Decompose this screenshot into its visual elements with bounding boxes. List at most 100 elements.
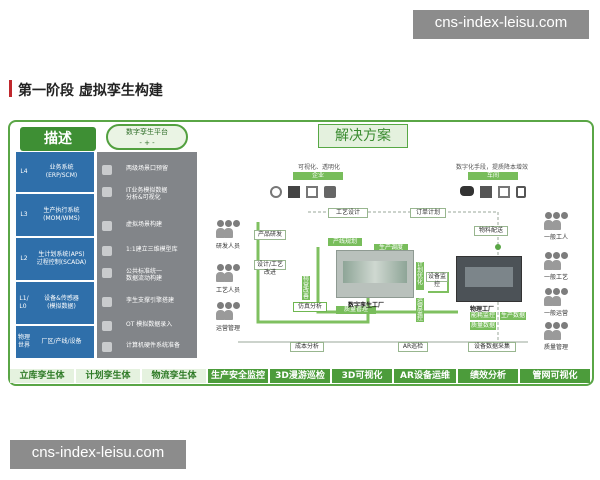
tab-performance[interactable]: 绩效分析 bbox=[458, 369, 518, 383]
chart-icon bbox=[270, 186, 282, 198]
ar-box: AR巡检 bbox=[398, 342, 428, 352]
tab-3d-roaming[interactable]: 3D漫游巡检 bbox=[270, 369, 330, 383]
prod-sched-label: 生产调度 bbox=[374, 244, 408, 252]
center-flow-line bbox=[316, 247, 458, 314]
feature-item: 1:1建立三维模型库 bbox=[102, 245, 198, 259]
lean-label: 精益改善 bbox=[302, 275, 310, 300]
solution-diagram: 可视化、透明化 企业 数字化手段，提质降本增效 车间 研发人员 工艺人员 运营管… bbox=[198, 152, 588, 364]
twin-factory-image bbox=[336, 250, 414, 298]
phone-icon bbox=[516, 186, 526, 198]
tablet-icon bbox=[480, 186, 492, 198]
cost-box: 成本分析 bbox=[290, 342, 324, 352]
digital-twin-platform-badge: 数字孪生平台 - + - bbox=[106, 124, 188, 150]
feature-icon bbox=[102, 321, 112, 331]
person-icon bbox=[544, 288, 568, 308]
physical-factory-image bbox=[456, 256, 522, 302]
platform-title: 数字孪生平台 bbox=[126, 128, 168, 136]
feature-item: 虚拟场景构建 bbox=[102, 220, 198, 234]
layer-l3: L3 生产执行系统 (MOM/WMS) bbox=[16, 194, 94, 236]
equip-mon-box: 设备监控 bbox=[426, 272, 448, 288]
right-header: 数字化手段，提质降本增效 bbox=[456, 164, 529, 171]
connector-dot bbox=[495, 244, 501, 250]
left-header: 可视化、透明化 bbox=[298, 164, 341, 171]
right-icon-row bbox=[460, 186, 556, 200]
person-label: 质量管理 bbox=[543, 344, 568, 351]
tab-3d-visual[interactable]: 3D可视化 bbox=[332, 369, 392, 383]
plan-opt-label: 计划优化 bbox=[416, 262, 424, 290]
person-icon bbox=[216, 302, 240, 322]
person-icon bbox=[544, 252, 568, 272]
prod-plan-label: 产线规划 bbox=[328, 238, 362, 246]
feature-icon bbox=[102, 221, 112, 231]
tab-plan-twin[interactable]: 计划孪生体 bbox=[76, 369, 140, 383]
sim-analysis-box: 仿真分析 bbox=[293, 302, 327, 312]
vr-headset-icon bbox=[460, 186, 474, 196]
layer-code: 物理 世界 bbox=[18, 334, 31, 349]
layer-name: 生产执行系统 (MOM/WMS) bbox=[43, 207, 80, 222]
feature-item: OT 模拟数据录入 bbox=[102, 320, 198, 334]
layer-physical: 物理 世界 厂区/产线/设备 bbox=[16, 326, 94, 358]
tab-pipeline-visual[interactable]: 管网可视化 bbox=[520, 369, 590, 383]
process-design-box: 工艺设计 bbox=[328, 208, 368, 218]
feature-item: 两级场景口预留 bbox=[102, 164, 198, 178]
monitor-icon bbox=[306, 186, 318, 198]
layer-l4: L4 业务系统 (ERP/SCM) bbox=[16, 152, 94, 192]
layer-l1-l0: L1/ L0 设备&传感器 (模拟数据) bbox=[16, 282, 94, 324]
person-label: 运营管理 bbox=[215, 325, 240, 332]
feature-icon bbox=[102, 165, 112, 175]
physical-factory-label: 物理工厂 bbox=[470, 306, 495, 313]
prod-data-tag: 生产数据 bbox=[500, 312, 526, 320]
process-plan-box: 设计/工艺改进 bbox=[254, 260, 286, 276]
tab-ar-maintenance[interactable]: AR设备运维 bbox=[394, 369, 456, 383]
factory-render-icon bbox=[343, 261, 407, 283]
layer-l2: L2 生计划系统(APS) 过程控制(SCADA) bbox=[16, 238, 94, 280]
layer-name: 设备&传感器 (模拟数据) bbox=[44, 295, 79, 310]
quality-data-tag: 质量数据 bbox=[470, 322, 496, 330]
operate-label: 运营监控 bbox=[416, 297, 424, 322]
twin-factory-label: 数字孪生工厂 bbox=[348, 302, 385, 309]
watermark-top: cns-index-leisu.com bbox=[413, 10, 589, 39]
left-badge: 企业 bbox=[293, 172, 343, 180]
feature-item: 孪生支撑引擎搭建 bbox=[102, 296, 198, 310]
layer-code: L1/ L0 bbox=[19, 295, 29, 310]
feature-icon bbox=[102, 246, 112, 256]
person-label: 一般工艺 bbox=[543, 274, 568, 281]
person-icon bbox=[544, 322, 568, 342]
layer-code: L4 bbox=[20, 168, 28, 175]
bottom-tab-row: 立库孪生体 计划孪生体 物流孪生体 生产安全监控 3D漫游巡检 3D可视化 AR… bbox=[8, 369, 594, 385]
layer-code: L3 bbox=[20, 211, 28, 218]
feature-panel bbox=[97, 152, 197, 358]
layer-code: L2 bbox=[20, 255, 28, 262]
material-box: 物料配送 bbox=[474, 226, 508, 236]
feature-item: 公共标准统一 数据流动构建 bbox=[102, 267, 198, 282]
person-label: 研发人员 bbox=[215, 243, 240, 250]
person-label: 一般工人 bbox=[543, 234, 568, 241]
product-dev-box: 产品研发 bbox=[254, 230, 286, 240]
person-label: 工艺人员 bbox=[215, 287, 240, 294]
factory-photo-icon bbox=[465, 267, 513, 287]
heading-accent-bar bbox=[9, 80, 12, 97]
feature-icon bbox=[102, 268, 112, 278]
order-plan-box: 订单计划 bbox=[410, 208, 446, 218]
feature-icon bbox=[102, 342, 112, 352]
description-tab: 描述 bbox=[20, 127, 96, 151]
tablet-icon bbox=[288, 186, 300, 198]
feature-icon bbox=[102, 297, 112, 307]
tab-logistics-twin[interactable]: 物流孪生体 bbox=[142, 369, 206, 383]
solution-title: 解决方案 bbox=[318, 124, 408, 148]
page-title: 第一阶段 虚拟孪生构建 bbox=[18, 83, 163, 99]
feature-icon bbox=[102, 187, 112, 197]
tab-storage-twin[interactable]: 立库孪生体 bbox=[10, 369, 74, 383]
watermark-bottom: cns-index-leisu.com bbox=[10, 440, 186, 469]
layer-name: 厂区/产线/设备 bbox=[41, 338, 82, 345]
person-icon bbox=[216, 220, 240, 240]
person-icon bbox=[216, 264, 240, 284]
person-icon bbox=[544, 212, 568, 232]
left-icon-row bbox=[270, 186, 366, 200]
feature-item: 计算机硬件系统准备 bbox=[102, 341, 198, 355]
feature-item: IT业务模拟数据 分析&可视化 bbox=[102, 186, 198, 201]
tab-safety-monitor[interactable]: 生产安全监控 bbox=[208, 369, 268, 383]
right-badge: 车间 bbox=[468, 172, 518, 180]
layer-name: 业务系统 (ERP/SCM) bbox=[45, 164, 78, 179]
server-icon bbox=[324, 186, 336, 198]
